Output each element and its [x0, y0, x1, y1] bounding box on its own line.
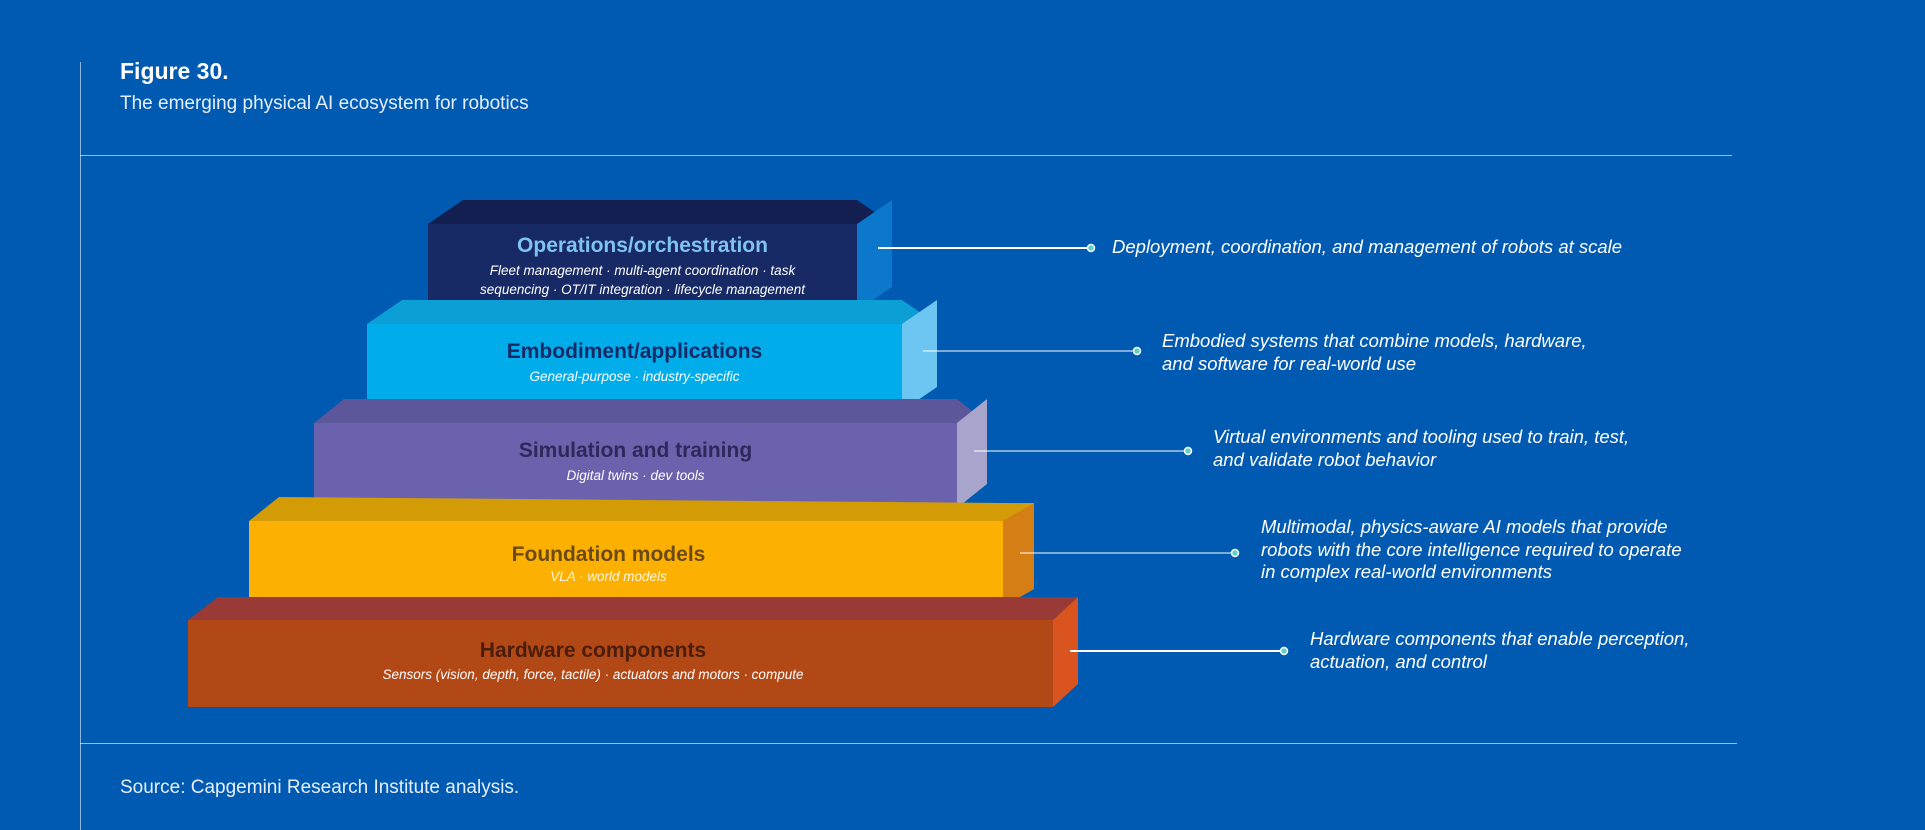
connector-simulation: [974, 446, 1193, 456]
layer-label-hardware: Hardware components Sensors (vision, dep…: [188, 639, 998, 684]
layer-front-face: [314, 423, 957, 508]
layer-label-operations: Operations/orchestration Fleet managemen…: [428, 234, 857, 299]
left-border-line: [80, 62, 81, 830]
layer-top-face: [428, 200, 892, 224]
layer-title: Embodiment/applications: [506, 340, 763, 363]
layer-embodiment-applications: [367, 300, 937, 411]
layer-side-face: [1053, 597, 1078, 707]
layer-simulation-training: [314, 399, 987, 508]
source-note: Source: Capgemini Research Institute ana…: [120, 777, 520, 798]
description-line: robots with the core intelligence requir…: [1261, 538, 1682, 560]
layer-top-face: [367, 300, 937, 324]
layer-subtitle: General-purpose · industry-specific: [529, 369, 740, 384]
description-line: Deployment, coordination, and management…: [1112, 236, 1623, 257]
layer-title: Operations/orchestration: [517, 234, 768, 257]
layer-title: Hardware components: [479, 639, 707, 662]
figure-title: Figure 30.: [120, 58, 229, 84]
connector-foundation: [1020, 548, 1240, 558]
layer-top-face: [314, 399, 987, 423]
description-line: Multimodal, physics-aware AI models that…: [1261, 516, 1668, 537]
description-line: Embodied systems that combine models, ha…: [1162, 330, 1587, 351]
layer-side-face: [902, 300, 937, 411]
description-line: Virtual environments and tooling used to…: [1213, 426, 1630, 447]
layer-subtitle: Digital twins · dev tools: [566, 468, 705, 483]
layer-subtitle: sequencing · OT/IT integration · lifecyc…: [480, 282, 805, 297]
bottom-divider: [80, 743, 1737, 744]
layer-front-face: [188, 620, 1053, 707]
description-line: in complex real-world environments: [1261, 561, 1552, 582]
description-line: and software for real-world use: [1162, 352, 1416, 374]
connector-hardware: [1070, 646, 1289, 656]
layer-front-face: [428, 224, 857, 311]
layer-title: Foundation models: [511, 543, 706, 566]
connector-embodiment: [923, 346, 1142, 356]
description-line: and validate robot behavior: [1213, 448, 1437, 470]
layer-subtitle: Sensors (vision, depth, force, tactile) …: [382, 667, 804, 682]
layer-front-face: [249, 521, 1003, 607]
layer-subtitle: Fleet management · multi-agent coordinat…: [489, 263, 796, 278]
layer-side-face: [857, 200, 892, 311]
layer-operations-orchestration: [428, 200, 892, 311]
layer-hardware-components: [188, 597, 1078, 707]
layer-top-face: [249, 497, 1034, 521]
description-operations: Deployment, coordination, and management…: [1112, 236, 1622, 259]
layer-label-foundation: Foundation models VLA · world models: [249, 543, 968, 586]
top-divider: [80, 155, 1732, 156]
layer-top-face: [188, 597, 1078, 620]
layer-foundation-models: [249, 497, 1034, 607]
description-foundation: Multimodal, physics-aware AI models that…: [1261, 516, 1682, 584]
description-embodiment: Embodied systems that combine models, ha…: [1162, 330, 1587, 375]
layer-label-embodiment: Embodiment/applications General-purpose …: [367, 340, 902, 386]
figure-subtitle: The emerging physical AI ecosystem for r…: [120, 93, 529, 114]
layer-side-face: [957, 399, 987, 508]
description-line: Hardware components that enable percepti…: [1310, 628, 1690, 649]
connector-operations: [878, 243, 1096, 253]
layer-subtitle: VLA · world models: [550, 569, 667, 584]
description-simulation: Virtual environments and tooling used to…: [1213, 426, 1629, 471]
layer-side-face: [1003, 503, 1034, 607]
layer-label-simulation: Simulation and training Digital twins · …: [314, 439, 957, 485]
description-line: actuation, and control: [1310, 650, 1487, 672]
description-hardware: Hardware components that enable percepti…: [1310, 628, 1690, 673]
layer-title: Simulation and training: [518, 439, 753, 462]
layer-front-face: [367, 324, 902, 411]
